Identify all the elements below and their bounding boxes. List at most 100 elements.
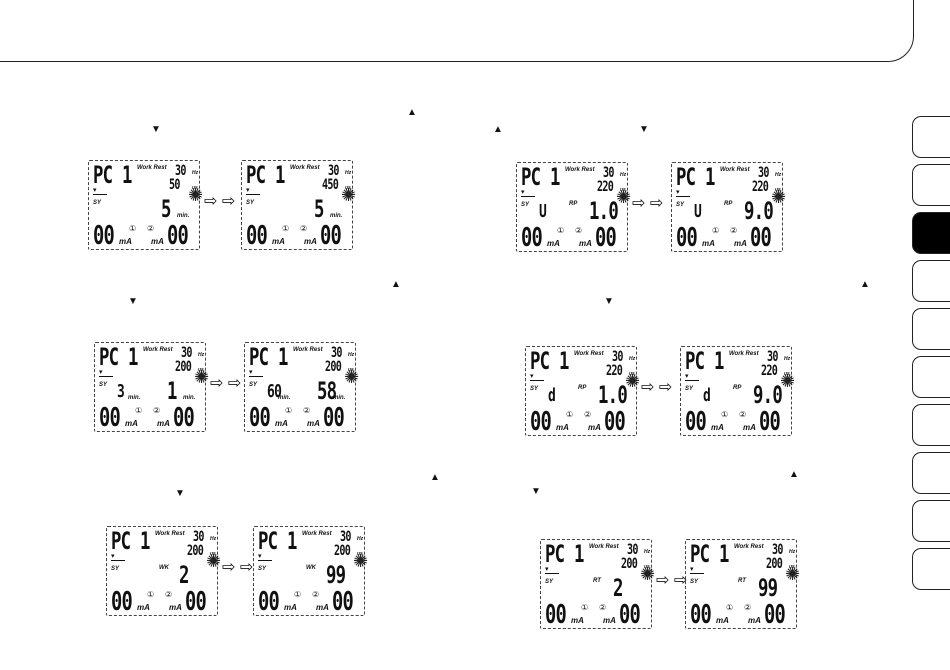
pulse-width-readout: 200 [621,556,638,572]
work-rest-label: Work Rest [574,351,604,357]
mode-label: RT [738,578,746,584]
main-value-readout: 9.0 [744,197,774,225]
step-arrow-icon: ⇨ ⇨ [222,559,254,576]
channel2-unit: mA [316,603,329,612]
frequency-readout: 30 [328,163,339,179]
program-readout: PC 1 [545,540,584,568]
header-frame [0,0,914,62]
main-value-readout: 1 [167,377,177,405]
main-value-readout: 2 [613,574,623,602]
channel1-unit: mA [711,423,724,432]
step-arrow-icon: ⇨ ⇨ [656,572,688,589]
chapter-tab-6[interactable] [912,356,950,398]
chapter-tab-3[interactable] [912,212,950,254]
sy-label: SY [249,382,258,388]
pulse-width-readout: 50 [169,177,180,193]
indicator-icon: ▾ [676,189,680,196]
main-value-unit: min. [177,213,190,219]
indicator-icon: ▾ [99,369,103,376]
main-value-readout: 99 [758,574,778,602]
channel1-marker: ① [712,226,720,235]
down-arrow-icon: ▼ [639,124,649,135]
channel1-unit: mA [716,616,729,625]
work-rest-label: Work Rest [293,347,323,353]
chapter-tab-4[interactable] [912,260,950,302]
mode-dash [258,560,272,561]
flash-icon: ✺ [194,367,210,387]
channel1-marker: ① [721,410,729,419]
mode-dash [99,376,113,377]
flash-icon: ✺ [353,551,369,571]
flash-icon: ✺ [785,564,801,584]
channel1-unit: mA [272,237,285,246]
frequency-unit: Hz [348,352,355,358]
pulse-width-unit: us [357,551,363,557]
channel1-unit: mA [125,419,138,428]
pulse-width-unit: us [348,367,354,373]
main-value-readout: 99 [326,561,346,589]
channel1-unit: mA [547,239,560,248]
frequency-unit: Hz [357,536,364,542]
pulse-width-readout: 200 [766,556,783,572]
channel2-unit: mA [169,603,182,612]
frequency-unit: Hz [789,549,796,555]
channel2-current-readout: 00 [185,587,207,616]
pulse-width-unit: us [192,185,198,191]
frequency-readout: 30 [627,542,638,558]
sy-label: SY [111,566,120,572]
indicator-icon: ▾ [249,369,253,376]
channel1-current-readout: 00 [246,221,268,250]
flash-icon: ✺ [640,564,656,584]
left-value-unit: min. [128,395,141,401]
indicator-icon: ▾ [690,566,694,573]
step-arrow-icon: ⇨ ⇨ [210,375,242,392]
channel1-current-readout: 00 [530,407,552,436]
channel2-current-readout: 00 [750,223,772,252]
mode-label: RP [724,201,733,207]
channel1-unit: mA [571,616,584,625]
channel1-current-readout: 00 [676,223,698,252]
frequency-unit: Hz [784,356,791,362]
pulse-width-readout: 200 [334,543,351,559]
chapter-tab-2[interactable] [912,164,950,206]
pulse-width-readout: 220 [597,179,614,195]
pulse-width-unit: us [629,371,635,377]
mode-dash [111,560,125,561]
up-arrow-icon: ▲ [789,469,799,480]
main-value-unit: min. [183,395,196,401]
channel1-unit: mA [137,603,150,612]
channel1-unit: mA [275,419,288,428]
frequency-readout: 30 [175,163,186,179]
flash-icon: ✺ [344,367,360,387]
left-value-unit: min. [278,395,291,401]
main-value-unit: min. [330,213,343,219]
program-readout: PC 1 [111,527,150,555]
chapter-tab-10[interactable] [912,548,950,590]
chapter-tab-7[interactable] [912,404,950,446]
flash-icon: ✺ [771,187,787,207]
work-rest-label: Work Rest [137,165,167,171]
chapter-tab-5[interactable] [912,308,950,350]
flash-icon: ✺ [625,371,641,391]
work-rest-label: Work Rest [729,351,759,357]
chapter-tab-9[interactable] [912,500,950,542]
pulse-width-unit: us [775,187,781,193]
flash-icon: ✺ [780,371,796,391]
main-value-readout: 5 [161,195,171,223]
main-value-readout: 1.0 [598,381,628,409]
step-arrow-icon: ⇨ ⇨ [632,195,664,212]
down-arrow-icon: ▼ [175,488,185,499]
chapter-tab-1[interactable] [912,116,950,158]
chapter-tab-8[interactable] [912,452,950,494]
indicator-icon: ▾ [111,553,115,560]
pulse-width-unit: us [620,187,626,193]
indicator-icon: ▾ [685,373,689,380]
frequency-readout: 30 [772,542,783,558]
frequency-unit: Hz [644,549,651,555]
flash-icon: ✺ [206,551,222,571]
work-rest-label: Work Rest [143,347,173,353]
mode-dash [676,196,690,197]
